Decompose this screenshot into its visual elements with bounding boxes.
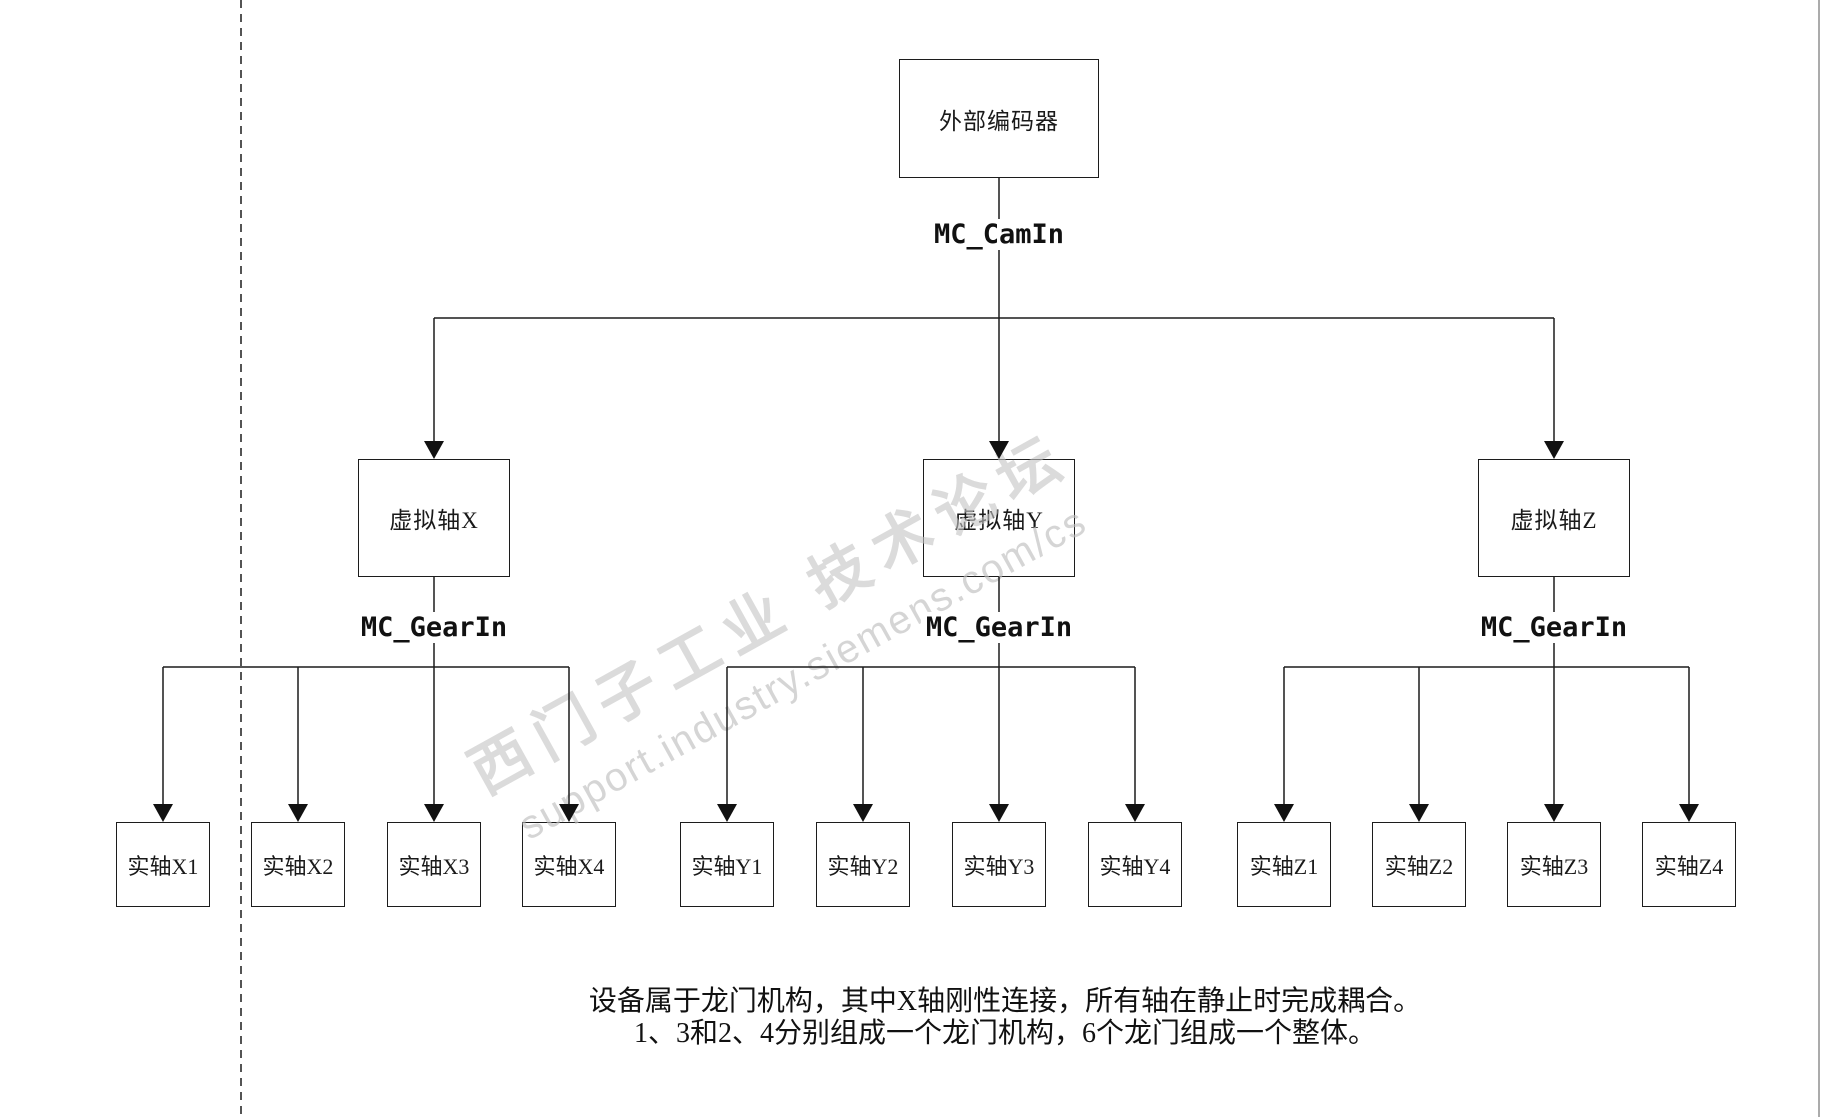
mc-camin-label: MC_CamIn xyxy=(928,219,1070,250)
real-axis-z1-label: 实轴Z1 xyxy=(1249,853,1319,879)
arrow-down-icon xyxy=(989,804,1009,822)
real-axis-y1-box: 实轴Y1 xyxy=(680,822,774,907)
arrow-down-icon xyxy=(989,441,1009,459)
external-encoder-box: 外部编码器 xyxy=(899,59,1099,178)
virtual-axis-z-label: 虚拟轴Z xyxy=(1510,508,1598,533)
real-axis-z4-label: 实轴Z4 xyxy=(1654,853,1724,879)
real-axis-x4-label: 实轴X4 xyxy=(533,853,605,879)
virtual-axis-y-box: 虚拟轴Y xyxy=(923,459,1075,577)
real-axis-x3-label: 实轴X3 xyxy=(398,853,470,879)
note-line-2: 1、3和2、4分别组成一个龙门机构，6个龙门组成一个整体。 xyxy=(633,1018,1376,1049)
arrow-down-icon xyxy=(1409,804,1429,822)
real-axis-y3-label: 实轴Y3 xyxy=(963,853,1035,879)
note-line-1: 设备属于龙门机构，其中X轴刚性连接，所有轴在静止时完成耦合。 xyxy=(588,986,1422,1017)
watermark-url: support.industry.siemens.com/cs xyxy=(511,498,1095,849)
arrow-down-icon xyxy=(853,804,873,822)
arrow-down-icon xyxy=(1125,804,1145,822)
real-axis-y1-label: 实轴Y1 xyxy=(691,853,763,879)
real-axis-x1-box: 实轴X1 xyxy=(116,822,210,907)
real-axis-y4-label: 实轴Y4 xyxy=(1099,853,1171,879)
arrow-down-icon xyxy=(1679,804,1699,822)
arrow-down-icon xyxy=(1274,804,1294,822)
real-axis-y4-box: 实轴Y4 xyxy=(1088,822,1182,907)
virtual-axis-y-label: 虚拟轴Y xyxy=(954,508,1044,533)
real-axis-y2-label: 实轴Y2 xyxy=(827,853,899,879)
note-text: 设备属于龙门机构，其中X轴刚性连接，所有轴在静止时完成耦合。 1、3和2、4分别… xyxy=(560,986,1450,1050)
real-axis-z2-label: 实轴Z2 xyxy=(1384,853,1454,879)
real-axis-z2-box: 实轴Z2 xyxy=(1372,822,1466,907)
arrow-down-icon xyxy=(1544,441,1564,459)
arrow-down-icon xyxy=(424,441,444,459)
real-axis-z3-box: 实轴Z3 xyxy=(1507,822,1601,907)
mc-gearin-label-x: MC_GearIn xyxy=(355,612,513,643)
arrow-down-icon xyxy=(153,804,173,822)
real-axis-x2-label: 实轴X2 xyxy=(262,853,334,879)
watermark-title: 西门子工业 技术论坛 xyxy=(458,421,1082,807)
mc-gearin-label-z: MC_GearIn xyxy=(1475,612,1633,643)
real-axis-y3-box: 实轴Y3 xyxy=(952,822,1046,907)
virtual-axis-z-box: 虚拟轴Z xyxy=(1478,459,1630,577)
real-axis-y2-box: 实轴Y2 xyxy=(816,822,910,907)
page-right-border xyxy=(1818,0,1820,1117)
real-axis-x1-label: 实轴X1 xyxy=(127,853,199,879)
real-axis-x4-box: 实轴X4 xyxy=(522,822,616,907)
external-encoder-label: 外部编码器 xyxy=(939,108,1059,134)
arrow-down-icon xyxy=(424,804,444,822)
arrow-down-icon xyxy=(559,804,579,822)
real-axis-x3-box: 实轴X3 xyxy=(387,822,481,907)
mc-gearin-label-y: MC_GearIn xyxy=(920,612,1078,643)
arrow-down-icon xyxy=(717,804,737,822)
real-axis-x2-box: 实轴X2 xyxy=(251,822,345,907)
arrow-down-icon xyxy=(1544,804,1564,822)
virtual-axis-x-label: 虚拟轴X xyxy=(389,508,479,533)
real-axis-z3-label: 实轴Z3 xyxy=(1519,853,1589,879)
arrow-down-icon xyxy=(288,804,308,822)
real-axis-z1-box: 实轴Z1 xyxy=(1237,822,1331,907)
real-axis-z4-box: 实轴Z4 xyxy=(1642,822,1736,907)
virtual-axis-x-box: 虚拟轴X xyxy=(358,459,510,577)
